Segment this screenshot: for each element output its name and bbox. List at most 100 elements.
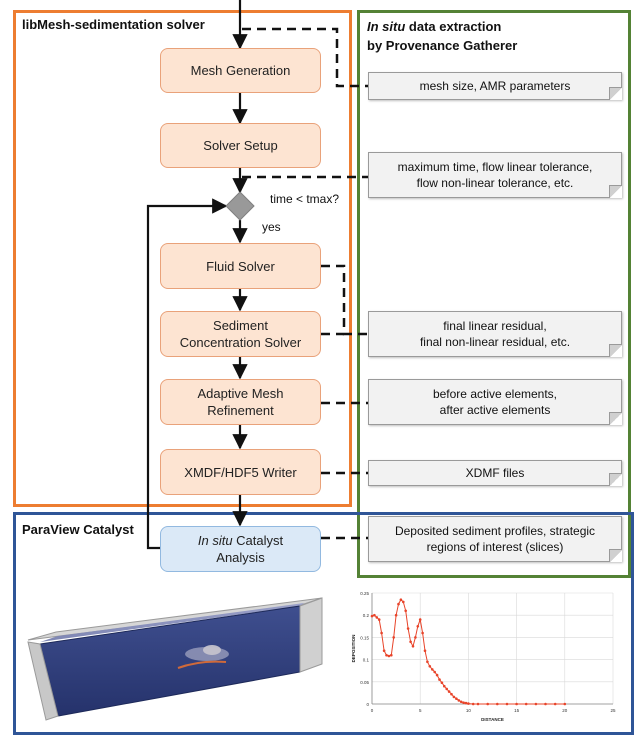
dash-mesh xyxy=(242,27,368,88)
deposition-point xyxy=(418,618,422,621)
doc-catalyst-line2: regions of interest (slices) xyxy=(426,540,564,554)
x-tick-label: 25 xyxy=(610,708,616,713)
paraview-panel xyxy=(13,512,634,735)
deposition-point xyxy=(406,627,410,630)
writer-label: XMDF/HDF5 Writer xyxy=(184,464,297,480)
deposition-point xyxy=(435,673,439,677)
doc-setup-line2: flow non-linear tolerance, etc. xyxy=(416,176,574,190)
x-tick-label: 10 xyxy=(466,708,472,713)
deposition-point xyxy=(450,692,453,696)
y-axis-label: DEPOSITION xyxy=(351,635,356,663)
deposition-point xyxy=(404,609,408,613)
sediment-deposit xyxy=(177,660,227,669)
amr-node: Adaptive Mesh Refinement xyxy=(160,379,321,425)
writer-node: XMDF/HDF5 Writer xyxy=(160,449,321,495)
deposition-point xyxy=(392,636,396,639)
libmesh-panel xyxy=(13,10,352,507)
channel-top-face xyxy=(40,603,304,642)
deposition-point xyxy=(428,665,432,668)
deposition-point xyxy=(399,598,403,601)
insitu-title-line2: by Provenance Gatherer xyxy=(367,38,518,53)
deposition-point xyxy=(452,695,456,699)
deposition-point xyxy=(423,649,427,652)
decision-diamond xyxy=(225,191,255,221)
deposition-point xyxy=(553,702,557,706)
doc-setup-params: maximum time, flow linear tolerance, flo… xyxy=(368,152,622,198)
x-axis-label: DISTANCE xyxy=(481,717,504,722)
deposition-point xyxy=(486,702,490,706)
deposition-point xyxy=(443,684,446,688)
deposition-point xyxy=(563,702,567,706)
deposition-point xyxy=(387,654,391,658)
doc-amr-line2: after active elements xyxy=(439,403,551,417)
y-tick-label: 0.25 xyxy=(360,591,369,596)
insitu-panel-title: In situ data extraction by Provenance Ga… xyxy=(367,17,517,55)
deposition-point xyxy=(440,681,444,684)
deposition-point xyxy=(515,702,518,706)
deposition-point xyxy=(375,616,379,619)
doc-setup-line1: maximum time, flow linear tolerance, xyxy=(397,160,593,174)
y-tick-label: 0.1 xyxy=(363,658,370,663)
catalyst-analysis-node: In situ Catalyst Analysis xyxy=(160,526,321,572)
catalyst-label-line1: In situ Catalyst xyxy=(198,532,283,549)
deposition-point xyxy=(471,702,475,706)
deposition-point xyxy=(464,701,468,705)
sediment-plume-core xyxy=(203,645,221,655)
x-tick-label: 20 xyxy=(562,708,568,713)
deposition-point xyxy=(496,702,499,706)
deposition-point xyxy=(402,600,405,604)
y-tick-label: 0.2 xyxy=(363,613,370,618)
fluid-solver-node: Fluid Solver xyxy=(160,243,321,289)
deposition-point xyxy=(414,636,417,639)
insitu-title-rest: data extraction xyxy=(405,19,502,34)
mesh-generation-node: Mesh Generation xyxy=(160,48,321,93)
deposition-point xyxy=(462,701,465,704)
y-tick-label: 0.15 xyxy=(360,635,369,640)
deposition-point xyxy=(447,690,451,693)
x-tick-label: 15 xyxy=(514,708,520,713)
doc-catalyst-output: Deposited sediment profiles, strategic r… xyxy=(368,516,622,562)
doc-residuals: final linear residual, final non-linear … xyxy=(368,311,622,357)
mesh-generation-label: Mesh Generation xyxy=(190,63,291,78)
x-tick-label: 5 xyxy=(419,708,422,713)
deposition-point xyxy=(426,660,429,664)
deposition-point xyxy=(380,631,383,635)
deposition-point xyxy=(421,631,424,635)
loop-back-arrow xyxy=(146,198,228,550)
insitu-panel xyxy=(357,10,631,578)
insitu-title-em: In situ xyxy=(367,19,406,34)
doc-catalyst-line1: Deposited sediment profiles, strategic xyxy=(394,524,596,538)
fluid-solver-label: Fluid Solver xyxy=(206,258,275,274)
solver-setup-node: Solver Setup xyxy=(160,123,321,168)
doc-xdmf-text: XDMF files xyxy=(465,466,525,480)
channel-glass-right xyxy=(299,597,323,673)
deposition-point xyxy=(544,702,547,706)
channel-end-face xyxy=(27,641,59,721)
sediment-label-line1: Sediment xyxy=(213,318,268,333)
catalyst-label-rest: Catalyst xyxy=(232,533,284,548)
doc-residual-line2: final non-linear residual, etc. xyxy=(419,335,571,349)
doc-mesh-text: mesh size, AMR parameters xyxy=(419,79,571,93)
deposition-point xyxy=(385,653,388,657)
deposition-point xyxy=(409,640,412,644)
solver-setup-label: Solver Setup xyxy=(203,138,278,153)
deposition-point xyxy=(370,614,374,618)
deposition-point xyxy=(455,697,458,700)
deposition-point xyxy=(438,678,441,681)
libmesh-panel-title: libMesh-sedimentation solver xyxy=(22,17,205,32)
deposition-point xyxy=(467,702,470,705)
deposition-point xyxy=(534,702,538,706)
deposition-series-line xyxy=(371,598,565,705)
deposition-point xyxy=(411,645,415,648)
deposition-point xyxy=(433,670,437,674)
deposition-point xyxy=(431,668,434,671)
deposition-point xyxy=(397,602,400,606)
doc-xdmf-files: XDMF files xyxy=(368,460,622,486)
decision-condition-label: time < tmax? xyxy=(270,192,340,206)
deposition-point xyxy=(390,653,393,657)
doc-mesh-params: mesh size, AMR parameters xyxy=(368,72,622,100)
paraview-panel-title: ParaView Catalyst xyxy=(22,522,134,537)
